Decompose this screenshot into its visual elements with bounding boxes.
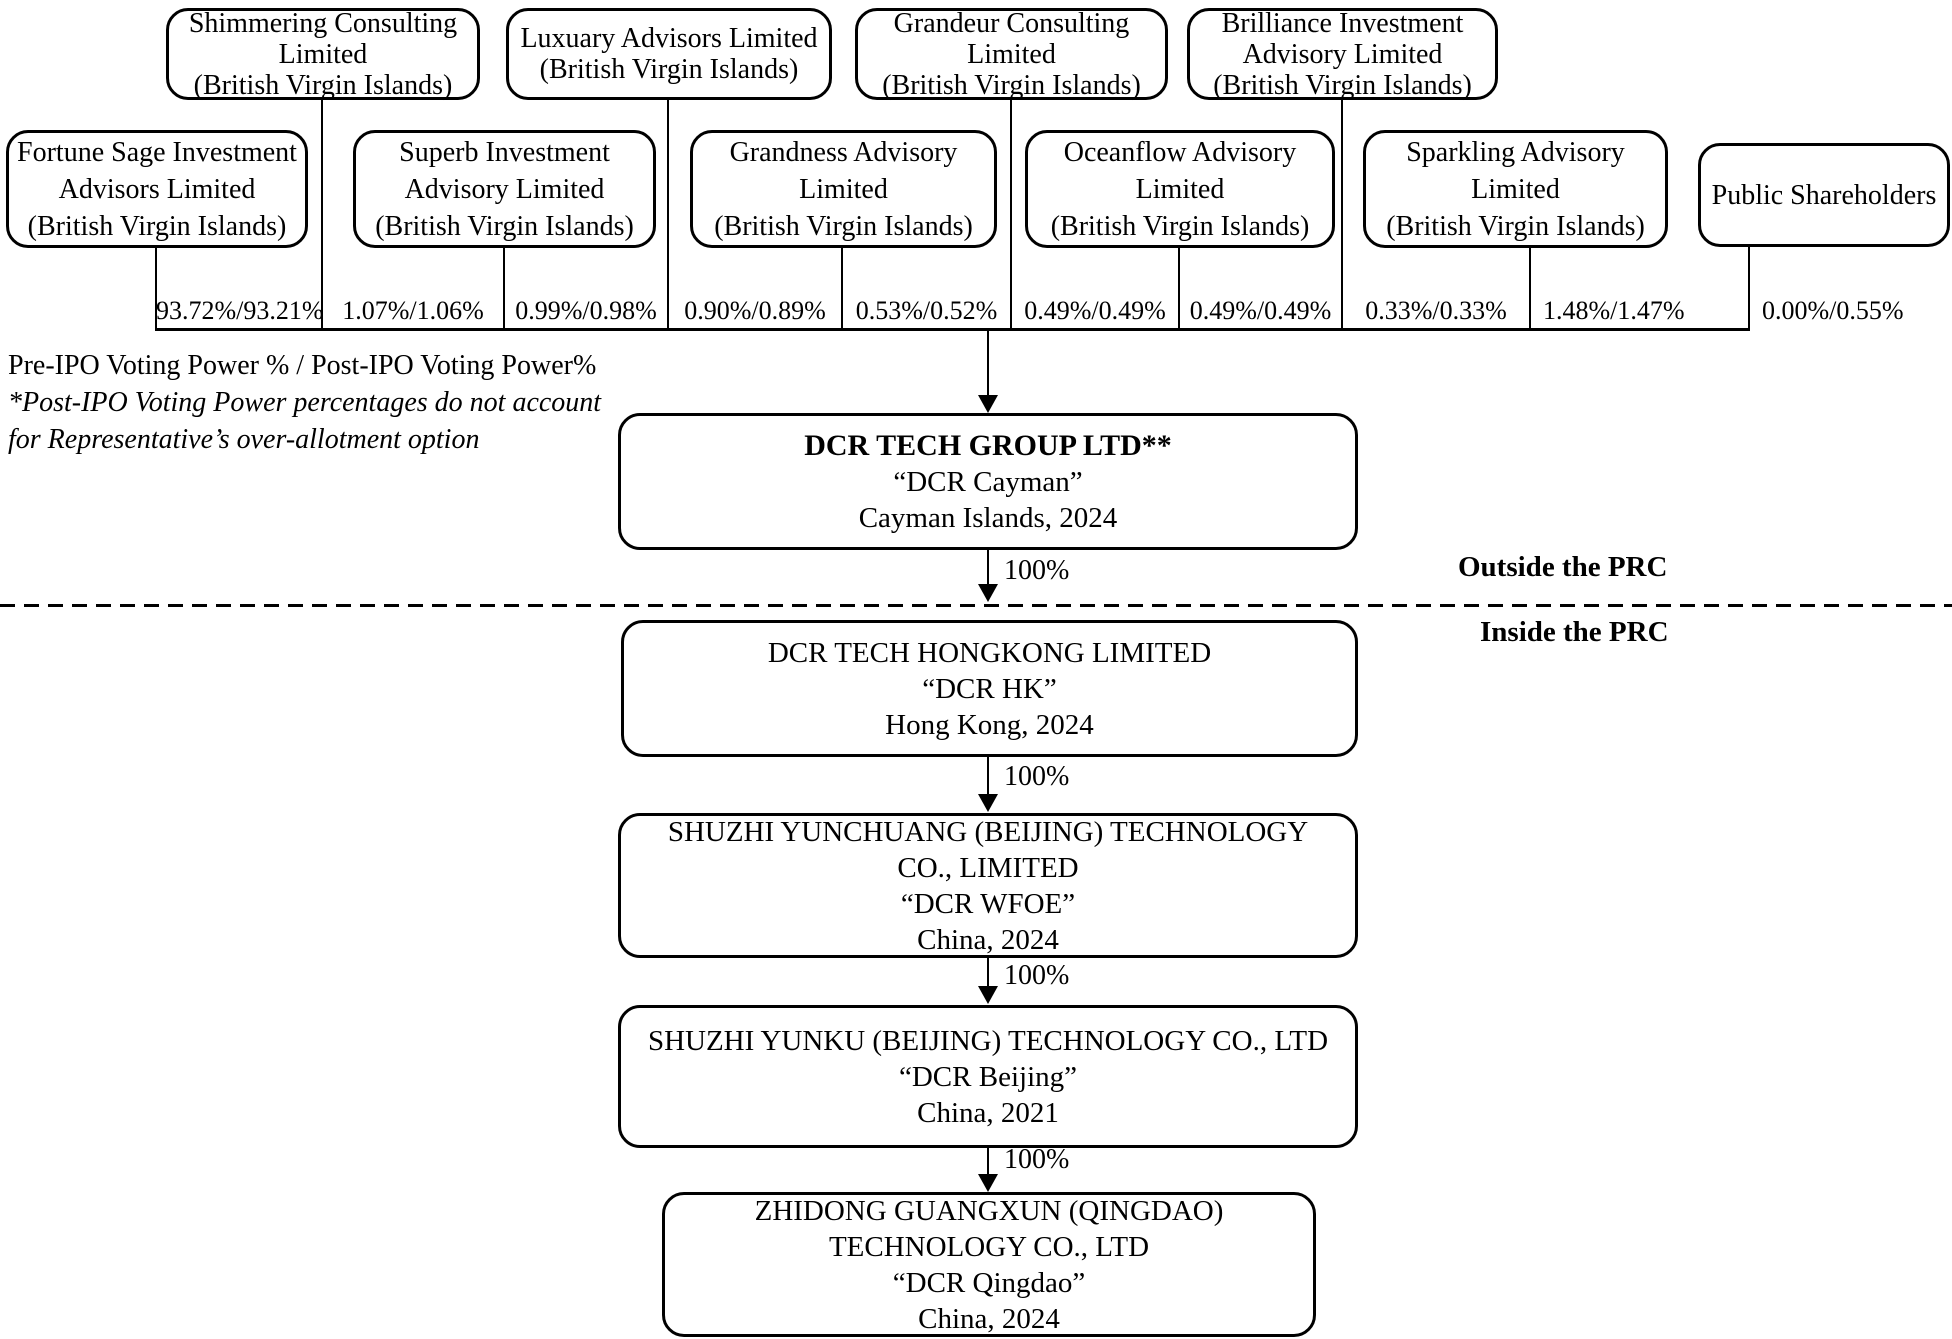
connector-shimmering [321, 100, 323, 330]
entity-origin: Hong Kong, 2024 [885, 708, 1094, 741]
connector-superb [503, 248, 505, 330]
entity-name: ZHIDONG GUANGXUN (QINGDAO) TECHNOLOGY CO… [754, 1194, 1224, 1263]
voting-power-grandness: 0.53%/0.52% [855, 296, 998, 325]
shareholder-name: Luxuary Advisors Limited (British Virgin… [520, 23, 818, 85]
entity-origin: China, 2024 [918, 1302, 1060, 1335]
voting-power-public-shareholders: 0.00%/0.55% [1762, 296, 1904, 325]
ownership-label-beijing-qingdao: 100% [1004, 1144, 1070, 1175]
connector-grandness [841, 248, 843, 330]
shareholder-name: Superb Investment Advisory Limited (Brit… [375, 136, 634, 242]
shareholder-box-luxuary: Luxuary Advisors Limited (British Virgin… [506, 8, 832, 100]
arrow-head-to-dcr-cayman [978, 395, 998, 413]
arrow-shaft-wfoe-to-beijing [987, 958, 989, 988]
arrow-shaft-beijing-to-qingdao [987, 1148, 989, 1176]
ownership-label-hk-wfoe: 100% [1004, 761, 1070, 792]
shareholder-name: Grandeur Consulting Limited (British Vir… [882, 7, 1141, 101]
entity-box-dcr-wfoe: SHUZHI YUNCHUANG (BEIJING) TECHNOLOGY CO… [618, 813, 1358, 958]
shareholder-name: Sparkling Advisory Limited (British Virg… [1386, 136, 1645, 242]
arrow-head-hk-to-wfoe [978, 794, 998, 812]
entity-box-dcr-cayman: DCR TECH GROUP LTD** “DCR Cayman” Cayman… [618, 413, 1358, 550]
entity-origin: China, 2024 [917, 923, 1059, 956]
entity-box-dcr-hk: DCR TECH HONGKONG LIMITED “DCR HK” Hong … [621, 620, 1358, 757]
region-label-inside-prc: Inside the PRC [1480, 616, 1669, 648]
voting-power-superb: 0.99%/0.98% [515, 296, 657, 325]
footnote-line-2: for Representative’s over-allotment opti… [8, 424, 480, 455]
shareholder-name: Fortune Sage Investment Advisors Limited… [17, 136, 297, 242]
voting-power-legend: Pre-IPO Voting Power % / Post-IPO Voting… [8, 350, 597, 381]
prc-boundary-dashed-line [0, 604, 1952, 607]
voting-power-shimmering: 1.07%/1.06% [342, 296, 484, 325]
entity-origin: Cayman Islands, 2024 [858, 501, 1118, 534]
voting-power-grandeur: 0.49%/0.49% [1024, 296, 1166, 325]
shareholder-box-shimmering: Shimmering Consulting Limited (British V… [166, 7, 480, 101]
arrow-shaft-to-dcr-cayman [987, 331, 989, 397]
connector-oceanflow [1178, 248, 1180, 330]
entity-box-dcr-qingdao: ZHIDONG GUANGXUN (QINGDAO) TECHNOLOGY CO… [662, 1192, 1316, 1337]
shareholder-name: Brilliance Investment Advisory Limited (… [1213, 7, 1472, 101]
ownership-label-wfoe-beijing: 100% [1004, 960, 1070, 991]
entity-name: SHUZHI YUNCHUANG (BEIJING) TECHNOLOGY CO… [667, 815, 1309, 884]
connector-public-shareholders [1748, 247, 1750, 330]
shareholder-box-brilliance: Brilliance Investment Advisory Limited (… [1187, 7, 1498, 101]
arrow-head-cayman-to-hk [978, 584, 998, 602]
shareholder-box-grandeur: Grandeur Consulting Limited (British Vir… [855, 7, 1168, 101]
region-label-outside-prc: Outside the PRC [1458, 551, 1668, 583]
shareholder-bus-line [155, 328, 1750, 331]
arrow-head-beijing-to-qingdao [978, 1174, 998, 1192]
arrow-shaft-cayman-to-hk [987, 550, 989, 586]
footnote-line-1: *Post-IPO Voting Power percentages do no… [8, 387, 602, 418]
shareholder-name: Grandness Advisory Limited (British Virg… [714, 136, 973, 242]
entity-origin: China, 2021 [917, 1096, 1059, 1129]
entity-name: SHUZHI YUNKU (BEIJING) TECHNOLOGY CO., L… [647, 1024, 1329, 1057]
connector-luxuary [667, 100, 669, 330]
voting-power-oceanflow: 0.49%/0.49% [1189, 296, 1332, 325]
connector-sparkling [1529, 248, 1531, 330]
voting-power-sparkling: 1.48%/1.47% [1543, 296, 1685, 325]
shareholder-box-fortune-sage: Fortune Sage Investment Advisors Limited… [6, 130, 308, 248]
voting-power-brilliance: 0.33%/0.33% [1365, 296, 1507, 325]
connector-grandeur [1010, 100, 1012, 330]
entity-alias: “DCR WFOE” [900, 887, 1076, 920]
entity-box-dcr-beijing: SHUZHI YUNKU (BEIJING) TECHNOLOGY CO., L… [618, 1005, 1358, 1148]
shareholder-box-sparkling: Sparkling Advisory Limited (British Virg… [1363, 130, 1668, 248]
arrow-shaft-hk-to-wfoe [987, 757, 989, 796]
entity-alias: “DCR Qingdao” [892, 1266, 1086, 1299]
entity-alias: “DCR Beijing” [898, 1060, 1077, 1093]
arrow-head-wfoe-to-beijing [978, 986, 998, 1004]
connector-brilliance [1341, 100, 1343, 330]
ownership-label-cayman-hk: 100% [1004, 555, 1070, 586]
connector-fortune-sage [155, 248, 157, 330]
shareholder-box-superb: Superb Investment Advisory Limited (Brit… [353, 130, 656, 248]
voting-power-luxuary: 0.90%/0.89% [684, 296, 826, 325]
shareholder-box-public-shareholders: Public Shareholders [1698, 143, 1950, 247]
shareholder-name: Public Shareholders [1711, 179, 1937, 211]
entity-alias: “DCR Cayman” [893, 465, 1083, 498]
entity-name: DCR TECH GROUP LTD** [804, 428, 1172, 462]
entity-name: DCR TECH HONGKONG LIMITED [767, 636, 1212, 669]
shareholder-name: Oceanflow Advisory Limited (British Virg… [1050, 136, 1310, 242]
entity-alias: “DCR HK” [922, 672, 1057, 705]
shareholder-box-oceanflow: Oceanflow Advisory Limited (British Virg… [1025, 130, 1335, 248]
voting-power-fortune-sage: 93.72%/93.21% [156, 296, 324, 325]
shareholder-name: Shimmering Consulting Limited (British V… [188, 7, 458, 101]
shareholder-box-grandness: Grandness Advisory Limited (British Virg… [690, 130, 997, 248]
